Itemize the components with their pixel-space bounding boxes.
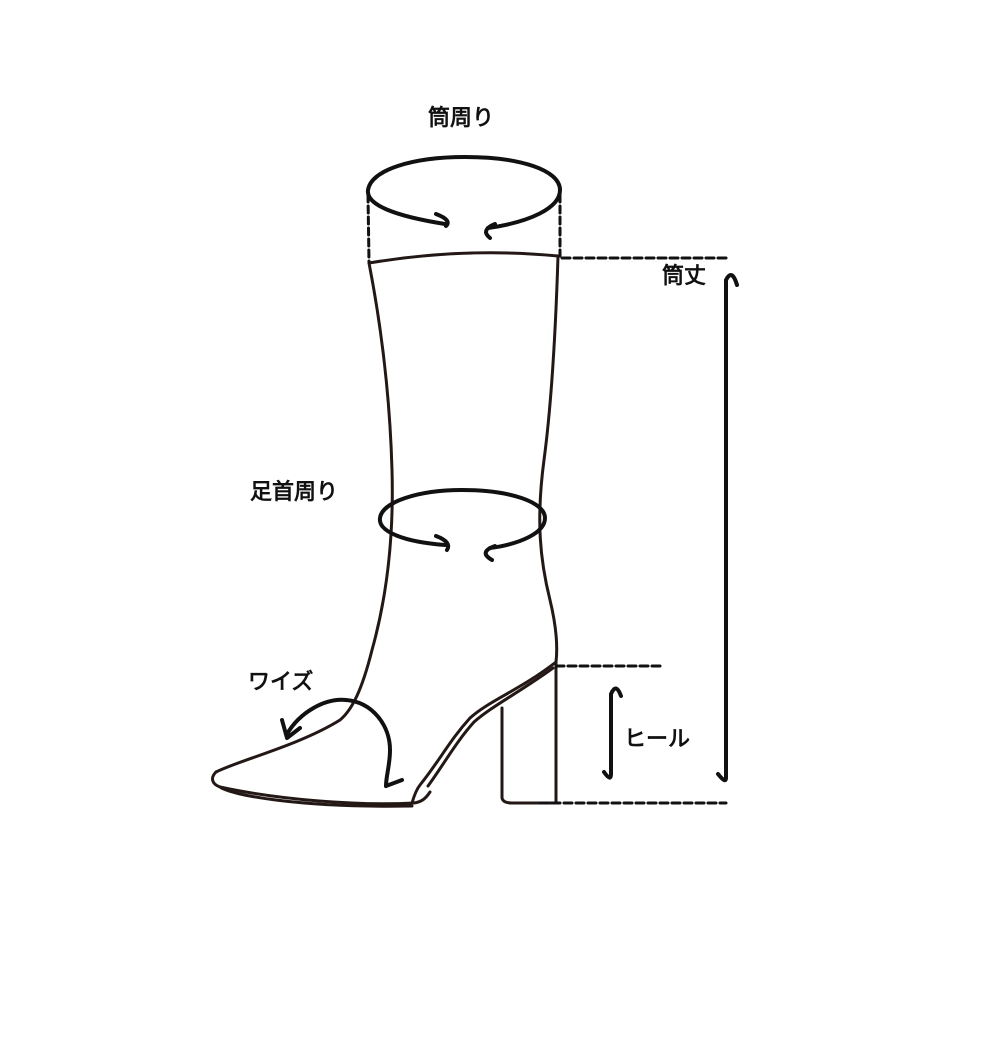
top-dash-left	[366, 193, 371, 264]
boot-sole	[218, 785, 414, 808]
top-circumference-label: 筒周り	[428, 106, 495, 131]
boot-outline	[211, 251, 560, 808]
width-arrow-start-icon	[280, 718, 302, 740]
top-arrow-right-icon	[484, 222, 497, 240]
shaft-height-line	[716, 273, 739, 783]
shaft-height-label: 筒丈	[662, 264, 707, 289]
boot-arch	[410, 660, 558, 805]
boot-heel-block	[500, 660, 558, 805]
width-marker	[280, 697, 404, 788]
boot-top-rim	[367, 251, 560, 265]
boot-arch-inner	[426, 666, 555, 788]
shaft-height-marker	[538, 256, 739, 805]
top-circumference-marker	[365, 154, 563, 264]
width-arrow-end-icon	[384, 778, 404, 788]
heel-height-marker	[554, 664, 664, 780]
width-label: ワイズ	[248, 670, 314, 695]
width-arc	[285, 697, 392, 788]
boot-toe	[211, 770, 432, 806]
ankle-ellipse-arc	[377, 487, 548, 550]
ankle-circumference-label: 足首周り	[250, 480, 339, 505]
ankle-arrow-right-icon	[483, 544, 497, 562]
heel-label: ヒール	[624, 727, 691, 752]
top-ellipse-arc	[365, 154, 563, 230]
boot-shaft-front	[538, 254, 560, 664]
top-arrow-left-icon	[434, 212, 450, 228]
heel-height-line	[602, 686, 623, 780]
boot-shaft-back	[214, 261, 394, 774]
ankle-arrow-left-icon	[434, 534, 451, 552]
ankle-circumference-marker	[377, 487, 548, 562]
